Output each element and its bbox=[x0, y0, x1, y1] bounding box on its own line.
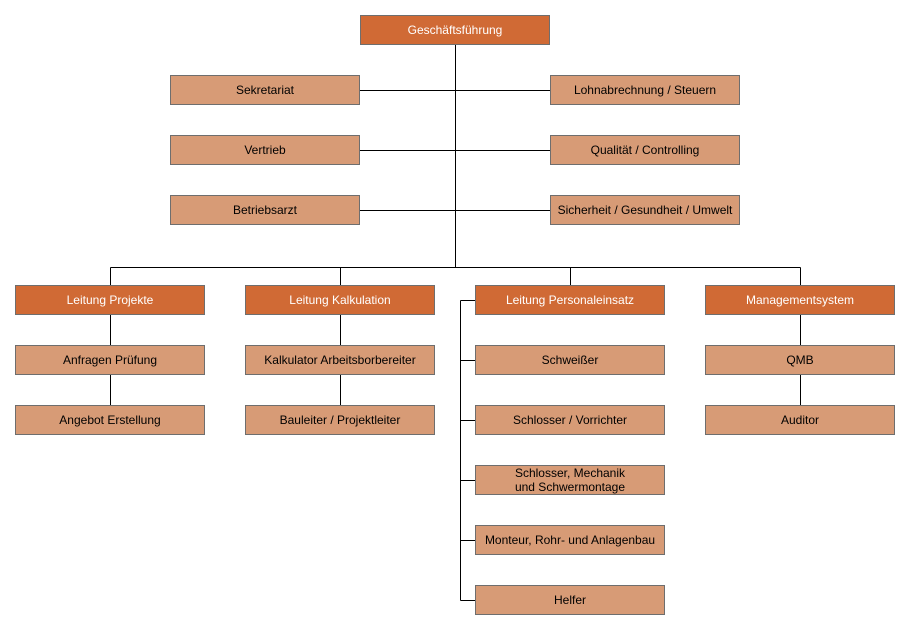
node-kalkulator: Kalkulator Arbeitsborbereiter bbox=[245, 345, 435, 375]
node-anfragen-pruefung: Anfragen Prüfung bbox=[15, 345, 205, 375]
node-staff-lohnabrechnung: Lohnabrechnung / Steuern bbox=[550, 75, 740, 105]
node-dept-projekte: Leitung Projekte bbox=[15, 285, 205, 315]
node-dept-kalkulation: Leitung Kalkulation bbox=[245, 285, 435, 315]
node-bauleiter: Bauleiter / Projektleiter bbox=[245, 405, 435, 435]
node-auditor: Auditor bbox=[705, 405, 895, 435]
node-monteur: Monteur, Rohr- und Anlagenbau bbox=[475, 525, 665, 555]
node-schlosser-vorrichter: Schlosser / Vorrichter bbox=[475, 405, 665, 435]
node-schlosser-mechanik: Schlosser, Mechanik und Schwermontage bbox=[475, 465, 665, 495]
node-dept-personaleinsatz: Leitung Personaleinsatz bbox=[475, 285, 665, 315]
node-qmb: QMB bbox=[705, 345, 895, 375]
node-staff-qualitaet: Qualität / Controlling bbox=[550, 135, 740, 165]
node-angebot-erstellung: Angebot Erstellung bbox=[15, 405, 205, 435]
node-schweisser: Schweißer bbox=[475, 345, 665, 375]
node-dept-managementsystem: Managementsystem bbox=[705, 285, 895, 315]
node-geschaeftsfuehrung: Geschäftsführung bbox=[360, 15, 550, 45]
node-staff-vertrieb: Vertrieb bbox=[170, 135, 360, 165]
node-staff-sicherheit: Sicherheit / Gesundheit / Umwelt bbox=[550, 195, 740, 225]
node-helfer: Helfer bbox=[475, 585, 665, 615]
node-staff-betriebsarzt: Betriebsarzt bbox=[170, 195, 360, 225]
node-staff-sekretariat: Sekretariat bbox=[170, 75, 360, 105]
